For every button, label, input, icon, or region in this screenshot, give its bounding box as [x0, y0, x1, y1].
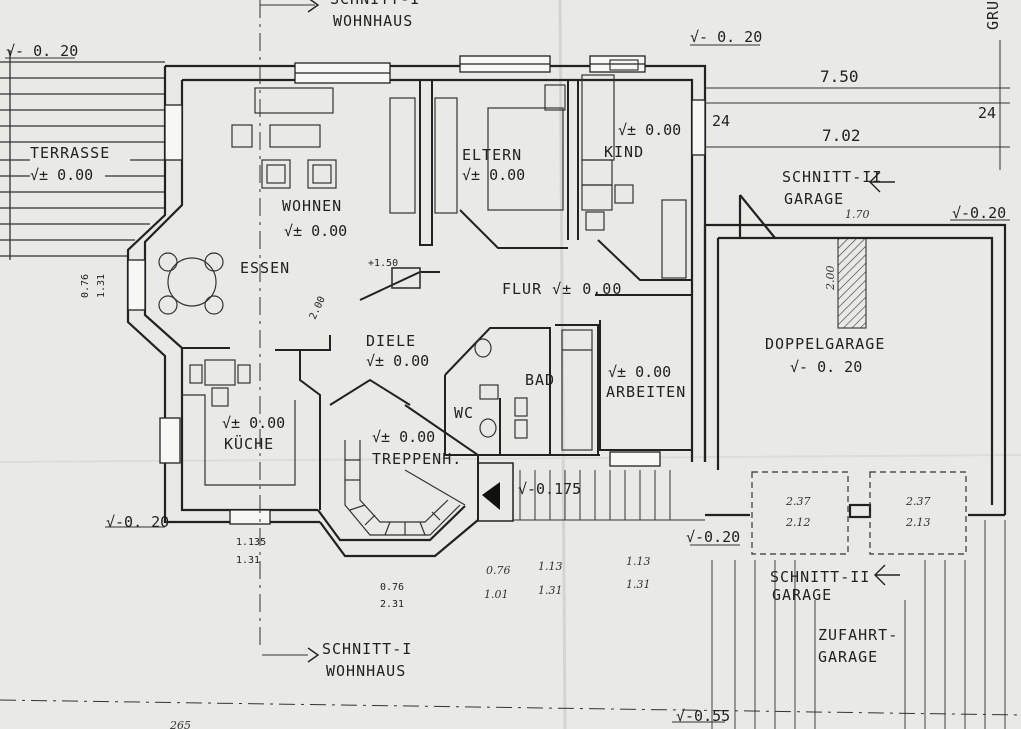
- room-wohnen-level: √± 0.00: [284, 222, 347, 240]
- room-kueche: KÜCHE: [224, 434, 274, 453]
- dim-rafter: 1.70: [845, 208, 870, 221]
- level-top-mid: √- 0. 20: [690, 28, 762, 46]
- level-right-edge: √-0.20: [952, 204, 1006, 222]
- room-flur: FLUR √± 0.00: [502, 280, 622, 298]
- room-diele-level: √± 0.00: [366, 352, 429, 370]
- room-arbeiten-level: √± 0.00: [608, 363, 671, 381]
- dim-window-1135: 1.135: [236, 537, 266, 548]
- dim-rafter2: 2.00: [824, 266, 837, 292]
- dim-stair-rise: 2.00: [308, 295, 328, 321]
- section-bottom-label: SCHNITT-I: [322, 640, 412, 658]
- room-eltern-level: √± 0.00: [462, 166, 525, 184]
- garage-walls: [703, 194, 1007, 519]
- room-bad: BAD: [525, 371, 555, 389]
- dim-hw2a: 1.13: [538, 560, 563, 573]
- room-eltern: ELTERN: [462, 146, 522, 164]
- level-entrance: √-0.175: [518, 480, 581, 498]
- staircase: [344, 440, 466, 536]
- dim-gate1b: 2.12: [785, 516, 811, 529]
- section-bottom-label-2: WOHNHAUS: [326, 662, 406, 680]
- level-garage-front: √-0.20: [686, 528, 740, 546]
- dim-stair-small: +1.50: [368, 258, 398, 269]
- dim-gate2b: 2.13: [905, 516, 931, 529]
- room-wohnen: WOHNEN: [282, 197, 342, 215]
- entrance-arrow: [482, 482, 500, 510]
- garage-gates: [751, 471, 967, 555]
- dim-24b: 24: [978, 104, 996, 122]
- section-arrows: [307, 0, 900, 663]
- section-top-label-2: WOHNHAUS: [333, 12, 413, 30]
- dim-hw2b: 1.31: [538, 584, 563, 597]
- room-diele: DIELE: [366, 332, 416, 350]
- garage-driveway: [711, 520, 1006, 729]
- dim-gate1a: 2.37: [785, 495, 811, 508]
- access-label: ZUFAHRT-: [818, 626, 898, 644]
- level-lines: [5, 44, 1010, 723]
- terrace: [0, 50, 165, 260]
- section-garage-bottom-2: GARAGE: [772, 586, 832, 604]
- room-doppelgarage-level: √- 0. 20: [790, 358, 862, 376]
- level-top-left: √- 0. 20: [6, 42, 78, 60]
- section-garage-top-2: GARAGE: [784, 190, 844, 208]
- dim-window-231: 2.31: [380, 599, 404, 610]
- room-doppelgarage: DOPPELGARAGE: [765, 335, 885, 353]
- dim-bottom: 265: [169, 719, 191, 729]
- room-treppenh: TREPPENH.: [372, 450, 462, 468]
- dim-window-131: 1.31: [96, 274, 107, 298]
- interior-walls: [182, 80, 692, 520]
- entrance-door: [477, 462, 514, 522]
- room-wc: WC: [454, 404, 474, 422]
- dim-hw3b: 1.31: [626, 578, 651, 591]
- dim-gate2a: 2.37: [905, 495, 931, 508]
- dim-hw1b: 1.01: [484, 588, 509, 601]
- fold-line: [0, 454, 1021, 463]
- windows: [127, 55, 706, 525]
- dim-750: 7.50: [820, 67, 859, 86]
- dim-window-131b: 1.31: [236, 555, 260, 566]
- entrance-steps: [513, 470, 705, 521]
- room-treppenh-level: √± 0.00: [372, 428, 435, 446]
- level-left-bottom: √-0. 20: [106, 513, 169, 531]
- room-essen: ESSEN: [240, 259, 290, 277]
- room-kind: KIND: [604, 143, 644, 161]
- room-terrace: TERRASSE: [30, 144, 110, 162]
- room-kueche-level: √± 0.00: [222, 414, 285, 432]
- section-garage-top: SCHNITT-II: [782, 168, 882, 186]
- room-kind-level: √± 0.00: [618, 121, 681, 139]
- dim-hw1a: 0.76: [486, 564, 511, 577]
- dim-702: 7.02: [822, 126, 861, 145]
- dim-hw3a: 1.13: [626, 555, 651, 568]
- section-top-label: SCHNITT-I: [330, 0, 420, 8]
- gru-label: GRU: [984, 0, 1002, 30]
- dim-24a: 24: [712, 112, 730, 130]
- dim-window-076b: 0.76: [380, 582, 404, 593]
- access-label-2: GARAGE: [818, 648, 878, 666]
- room-arbeiten: ARBEITEN: [606, 383, 686, 401]
- level-bottom: √-0.55: [676, 707, 730, 725]
- furniture: [158, 59, 687, 486]
- room-terrace-level: √± 0.00: [30, 166, 93, 184]
- house-walls: [126, 64, 707, 558]
- section-garage-bottom: SCHNITT-II: [770, 568, 870, 586]
- garage-rafter-hatch: [837, 237, 867, 329]
- dim-window-076: 0.76: [80, 274, 91, 298]
